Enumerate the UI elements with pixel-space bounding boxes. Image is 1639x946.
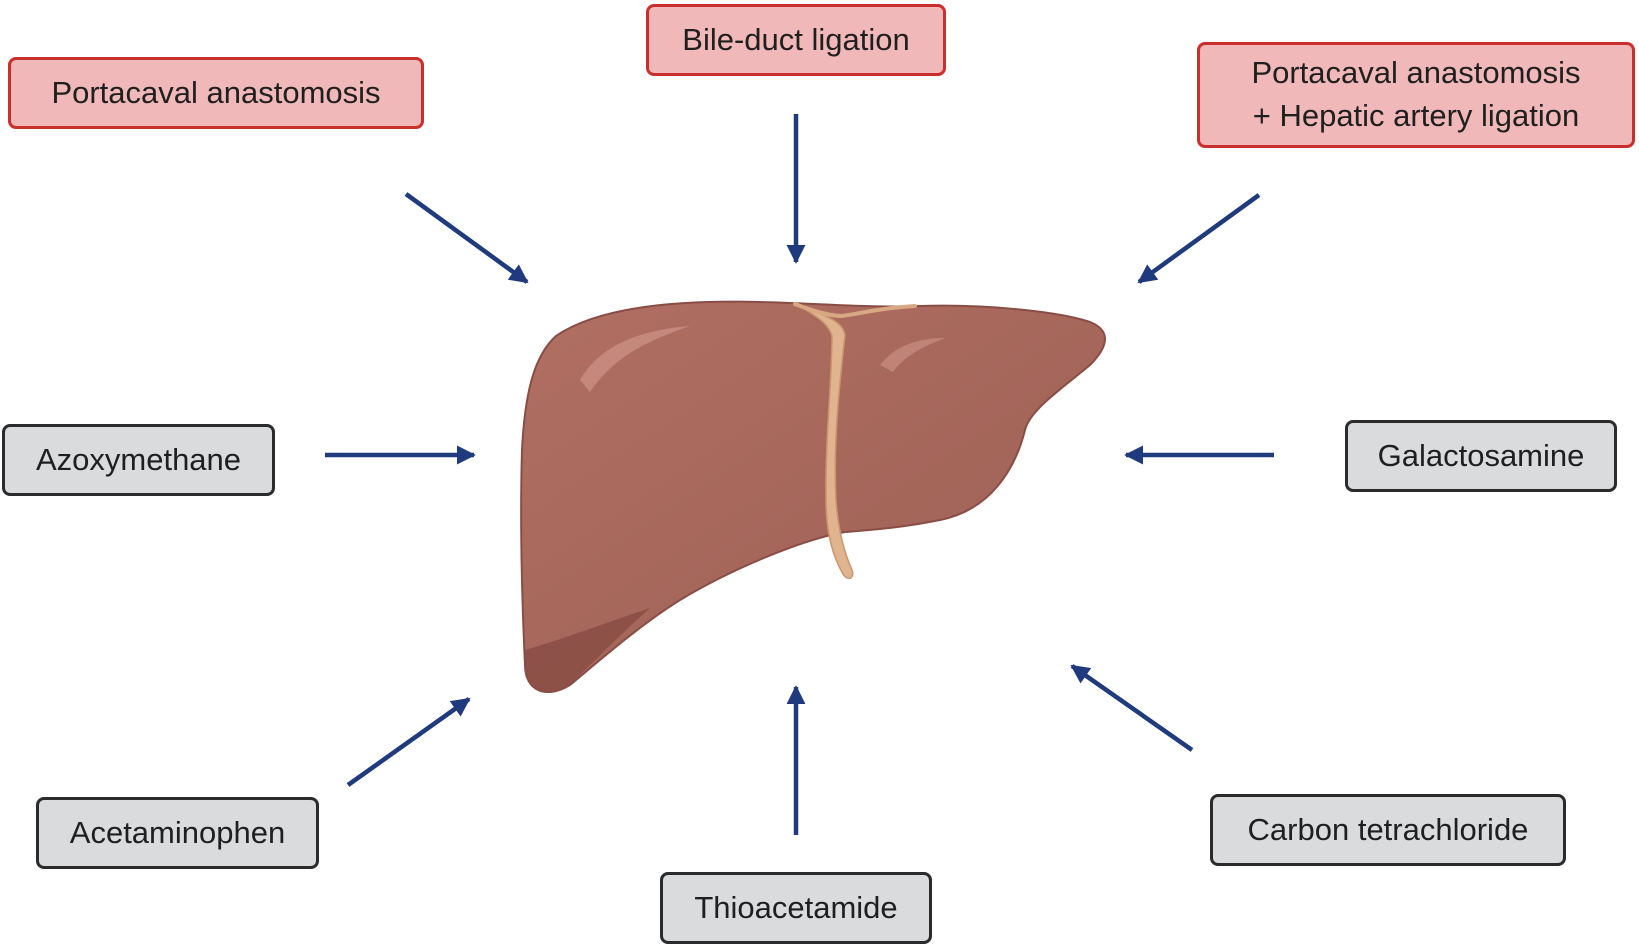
ligament-top <box>793 302 917 319</box>
label-portacaval-anastomosis: Portacaval anastomosis <box>51 74 381 110</box>
label-portacaval-line1: Portacaval anastomosis <box>1251 55 1581 91</box>
label-thioacetamide: Thioacetamide <box>694 889 898 925</box>
arrow-portacaval-hepatic <box>1137 193 1261 284</box>
label-acetaminophen: Acetaminophen <box>69 814 286 850</box>
liver-body <box>520 300 1106 694</box>
liver-lower-shadow <box>525 608 650 693</box>
liver-highlight-right <box>880 338 945 372</box>
box-galactosamine: Galactosamine <box>1345 420 1617 492</box>
arrow-acetaminophen <box>346 697 471 787</box>
box-acetaminophen: Acetaminophen <box>36 797 319 869</box>
liver-icon <box>520 300 1106 694</box>
falciform-ligament <box>799 305 854 580</box>
arrows <box>325 114 1274 835</box>
box-portacaval-hepatic-artery: Portacaval anastomosis + Hepatic artery … <box>1197 42 1635 148</box>
label-azoxymethane: Azoxymethane <box>35 441 242 477</box>
arrow-portacaval <box>404 192 529 284</box>
box-azoxymethane: Azoxymethane <box>2 424 275 496</box>
box-bile-duct-ligation: Bile-duct ligation <box>646 4 946 76</box>
arrow-carbon-tetrachloride <box>1070 664 1194 752</box>
box-carbon-tetrachloride: Carbon tetrachloride <box>1210 794 1566 866</box>
label-bile-duct-ligation: Bile-duct ligation <box>682 21 910 57</box>
box-portacaval-anastomosis: Portacaval anastomosis <box>8 57 424 129</box>
label-galactosamine: Galactosamine <box>1377 437 1585 473</box>
label-hepatic-artery-line2: + Hepatic artery ligation <box>1252 98 1580 133</box>
label-carbon-tetrachloride: Carbon tetrachloride <box>1247 811 1529 847</box>
liver-highlight <box>580 326 690 392</box>
box-thioacetamide: Thioacetamide <box>660 872 932 944</box>
